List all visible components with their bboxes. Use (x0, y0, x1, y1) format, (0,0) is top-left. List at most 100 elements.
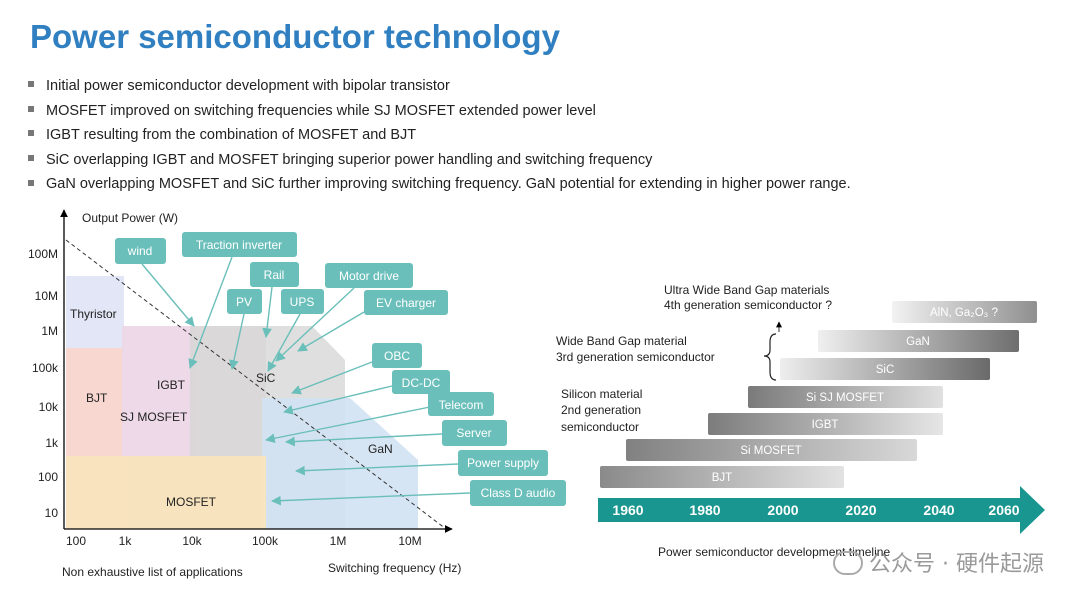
app-box-power-supply (458, 450, 548, 476)
year-label: 1960 (612, 502, 643, 518)
region-label-mosfet: MOSFET (166, 495, 217, 509)
bar-aln-ga2o3 (892, 301, 1037, 323)
app-label-rail: Rail (264, 268, 285, 282)
y-tick-label: 100M (28, 247, 58, 261)
year-label: 2000 (767, 502, 798, 518)
bullet-square-icon (28, 130, 34, 137)
app-label-traction-inverter: Traction inverter (196, 238, 282, 252)
application-labels: wind Traction inverter Rail PV UPS Motor… (115, 232, 566, 506)
bar-label-aln-ga2o3: AlN, Ga₂O₃ ? (930, 307, 998, 319)
app-box-ups (281, 289, 324, 314)
region-label-thyristor: Thyristor (70, 307, 117, 321)
year-label: 2020 (845, 502, 876, 518)
bar-label-sic: SiC (876, 364, 895, 376)
app-label-class-d-audio: Class D audio (481, 486, 556, 500)
arrow-wind (141, 263, 195, 327)
group-si-line1: Silicon material (561, 387, 642, 401)
y-tick-label: 100 (38, 470, 58, 484)
group-wbg-line2: 3rd generation semiconductor (556, 350, 715, 364)
timeline-caption: Power semiconductor development timeline (658, 545, 890, 559)
app-box-wind (115, 238, 166, 264)
app-label-telecom: Telecom (439, 398, 484, 412)
theoretical-limit-line (65, 239, 447, 530)
arrow-ev-charger (297, 311, 365, 352)
arrow-server (285, 433, 443, 447)
bullet-item: MOSFET improved on switching frequencies… (28, 99, 851, 124)
year-label: 2060 (988, 502, 1019, 518)
group-uwbg-line2: 4th generation semiconductor ? (664, 298, 832, 312)
app-box-dc-dc (392, 370, 450, 394)
arrow-dc-dc (283, 385, 393, 415)
app-label-pv: PV (236, 295, 252, 309)
arrow-obc (291, 361, 373, 395)
bar-label-igbt: IGBT (812, 419, 839, 431)
group-uwbg-line1: Ultra Wide Band Gap materials (664, 283, 829, 297)
bar-gan (818, 330, 1019, 352)
arrow-traction-inverter (188, 256, 233, 369)
bullet-square-icon (28, 81, 34, 88)
region-mosfet (66, 456, 266, 529)
x-tick-label: 1M (330, 534, 347, 548)
y-tick-label: 1M (41, 324, 58, 338)
timeline-year-labels: 1960 1980 2000 2020 2040 2060 (612, 502, 1019, 518)
x-tick-label: 10k (182, 534, 202, 548)
app-box-server (442, 420, 507, 446)
app-box-rail (250, 262, 299, 287)
bar-bjt (600, 466, 844, 488)
app-label-server: Server (456, 426, 491, 440)
arrow-motor-drive (275, 287, 355, 362)
x-tick-label: 1k (119, 534, 133, 548)
arrow-class-d-audio (271, 492, 471, 506)
region-label-sj-mosfet: SJ MOSFET (120, 410, 188, 424)
region-label-bjt: BJT (86, 391, 108, 405)
chart-axes (60, 209, 453, 533)
app-box-telecom (428, 392, 494, 416)
app-label-motor-drive: Motor drive (339, 269, 399, 283)
y-tick-label: 100k (32, 361, 59, 375)
bar-sic (780, 358, 990, 380)
bullet-square-icon (28, 154, 34, 161)
wechat-icon (833, 551, 864, 575)
timeline-bars: AlN, Ga₂O₃ ? GaN SiC Si SJ MOSFET IGBT S… (600, 301, 1037, 488)
chart-footnote: Non exhaustive list of applications (62, 565, 243, 579)
bullet-item: IGBT resulting from the combination of M… (28, 123, 851, 148)
technology-regions: Thyristor BJT SJ MOSFET IGBT SiC GaN MOS… (66, 276, 418, 529)
y-axis-title: Output Power (W) (82, 211, 178, 225)
timeline-arrow (598, 486, 1045, 534)
y-tick-label: 10 (45, 506, 59, 520)
arrow-power-supply (295, 463, 459, 476)
bar-si-mosfet (626, 439, 917, 461)
bullet-item: Initial power semiconductor development … (28, 74, 851, 99)
app-box-class-d-audio (470, 480, 566, 506)
arrow-ups (267, 313, 301, 372)
y-tick-label: 10M (35, 289, 58, 303)
app-box-ev-charger (364, 290, 448, 315)
bar-igbt (708, 413, 943, 435)
bullet-square-icon (28, 105, 34, 112)
y-tick-label: 10k (39, 400, 59, 414)
bullet-item: GaN overlapping MOSFET and SiC further i… (28, 172, 851, 197)
app-label-wind: wind (127, 244, 153, 258)
bar-si-sj-mosfet (748, 386, 943, 408)
wbg-brace (763, 333, 777, 381)
group-si-line2: 2nd generation (561, 403, 641, 417)
app-box-obc (372, 343, 422, 368)
bar-label-si-mosfet: Si MOSFET (740, 445, 801, 457)
year-label: 2040 (923, 502, 954, 518)
bar-label-gan: GaN (906, 336, 930, 348)
watermark: 公众号 · 硬件起源 (833, 546, 1044, 578)
region-label-sic: SiC (256, 371, 276, 385)
bar-label-bjt: BJT (712, 472, 732, 484)
app-label-power-supply: Power supply (467, 456, 539, 470)
app-box-motor-drive (325, 263, 413, 288)
region-label-igbt: IGBT (157, 378, 186, 392)
arrow-telecom (265, 406, 431, 444)
arrow-rail (262, 286, 273, 338)
group-si-line3: semiconductor (561, 420, 639, 434)
app-label-ups: UPS (290, 295, 315, 309)
bar-label-si-sj-mosfet: Si SJ MOSFET (806, 392, 884, 404)
region-label-gan: GaN (368, 442, 393, 456)
app-label-obc: OBC (384, 349, 410, 363)
x-tick-label: 100k (252, 534, 279, 548)
